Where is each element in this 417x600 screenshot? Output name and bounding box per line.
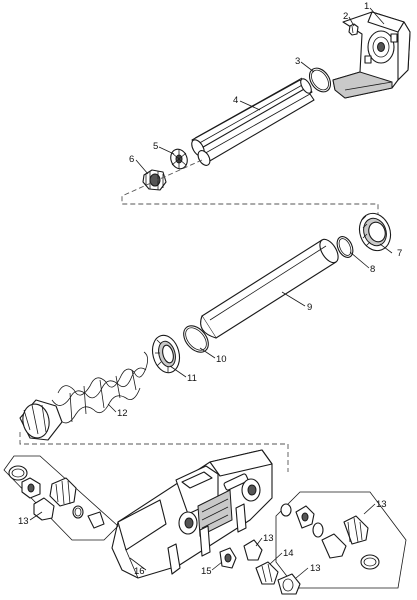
hose-connector-set-left <box>3 455 119 541</box>
part-6-lamp-socket <box>142 169 167 191</box>
callout-4: 4 <box>233 95 238 106</box>
callout-13-center: 13 <box>263 533 274 544</box>
assembly-guide-line-2 <box>19 432 289 472</box>
part-4-uv-lamp-bundle <box>191 77 315 166</box>
part-15-cap <box>219 547 237 569</box>
part-14-hose-nozzle <box>255 561 279 585</box>
callout-2: 2 <box>343 11 348 22</box>
part-5-star-washer <box>170 148 188 170</box>
callout-12: 12 <box>117 408 128 419</box>
callout-labels: 1 2 3 4 5 6 7 8 9 10 11 12 13 13 13 13 1… <box>18 1 402 577</box>
callout-9: 9 <box>307 302 312 313</box>
part-13-plug-lower <box>243 539 263 561</box>
part-2-screw <box>348 23 359 36</box>
part-3-o-ring <box>308 67 332 93</box>
callout-13-bottom: 13 <box>310 563 321 574</box>
callout-13-right: 13 <box>376 499 387 510</box>
assembly-guide-line-1 <box>121 159 379 218</box>
part-13-ring-lower <box>277 573 301 595</box>
part-11-clamp-ring <box>151 334 181 374</box>
callout-8: 8 <box>370 264 375 275</box>
part-16-filter-housing <box>111 449 273 579</box>
part-9-quartz-tube <box>200 238 339 339</box>
callout-3: 3 <box>295 56 300 67</box>
part-12-cleaning-spring <box>19 351 148 441</box>
callout-1: 1 <box>364 1 369 12</box>
part-8-o-ring <box>336 236 354 258</box>
callout-14: 14 <box>283 548 294 559</box>
callout-16: 16 <box>134 566 145 577</box>
callout-6: 6 <box>129 154 134 165</box>
callout-10: 10 <box>216 354 227 365</box>
callout-5: 5 <box>153 141 158 152</box>
part-7-union-nut <box>358 212 392 252</box>
part-1-lamp-head <box>332 11 411 99</box>
callout-7: 7 <box>397 248 402 259</box>
callout-11: 11 <box>187 373 197 384</box>
leader-lines <box>29 7 393 579</box>
part-10-o-ring <box>183 325 209 353</box>
callout-13-left: 13 <box>18 516 29 527</box>
callout-15: 15 <box>201 566 212 577</box>
hose-connector-set-right <box>275 491 407 589</box>
